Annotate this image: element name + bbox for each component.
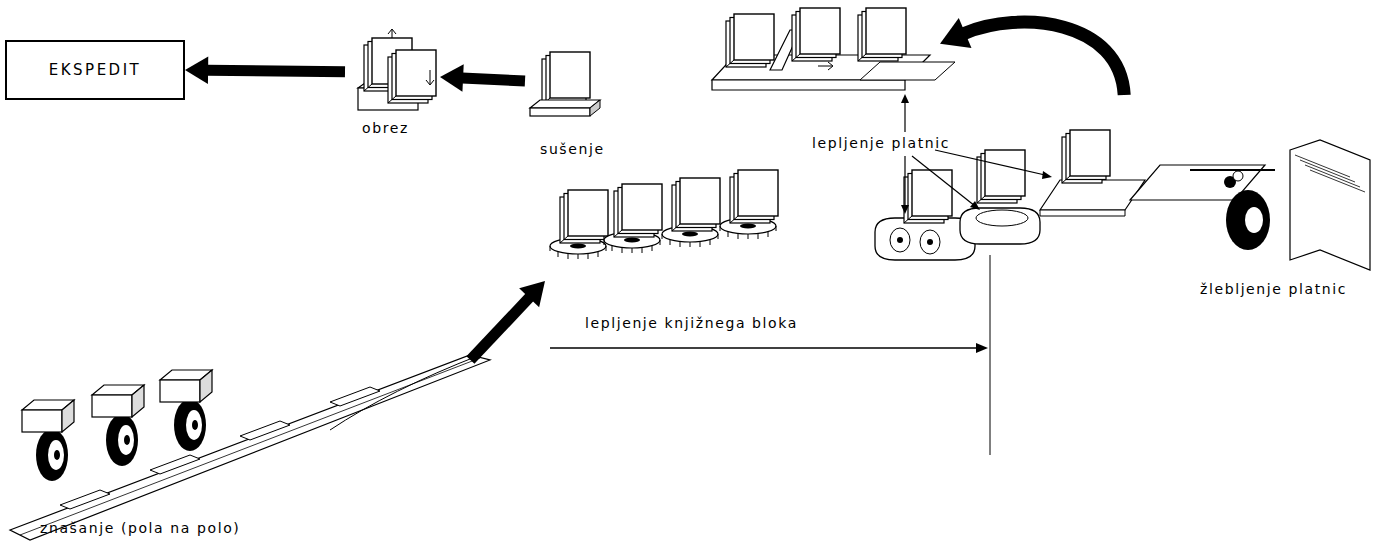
process-stage: znašanje (pola na polo) — [0, 360, 490, 542]
arrow-shaft — [470, 297, 529, 360]
stage-label: žlebljenje platnic — [1200, 281, 1347, 298]
block-gluing-line — [550, 170, 990, 455]
arrow-head — [940, 18, 971, 48]
process-stage: lepljenje platnic — [700, 5, 940, 160]
flow-arrow — [440, 64, 525, 91]
leader-lines — [901, 94, 1052, 214]
process-stage: obrez — [345, 35, 440, 140]
gathering-machine — [10, 355, 490, 540]
arrow-head — [519, 281, 545, 307]
stage-label: sušenje — [540, 141, 605, 158]
arrow-head — [440, 64, 464, 91]
process-stage: lepljenje knjižnega bloka — [545, 155, 845, 335]
case-grooving-machine — [1040, 130, 1370, 270]
trimming-machine — [358, 29, 436, 110]
flow-arrow — [940, 18, 1124, 95]
stage-label: lepljenje knjižnega bloka — [585, 315, 798, 332]
destination-box: EKSPEDIT — [5, 40, 185, 100]
flow-arrow — [470, 281, 545, 360]
process-stage: sušenje — [525, 45, 600, 165]
stage-label: lepljenje platnic — [812, 135, 950, 152]
case-gluing-rollers — [875, 150, 1040, 260]
flow-arrow — [185, 57, 345, 84]
arrow-shaft — [207, 70, 345, 72]
case-gluing-station — [712, 8, 955, 90]
stage-label: obrez — [362, 120, 409, 137]
arrow-head — [185, 57, 208, 84]
box-label: EKSPEDIT — [49, 62, 142, 79]
process-stage: žlebljenje platnic — [1090, 95, 1375, 310]
arrow-shaft — [462, 78, 525, 81]
stage-label: znašanje (pola na polo) — [40, 520, 240, 537]
drying-press — [530, 52, 600, 116]
arrow-shaft — [964, 22, 1124, 95]
